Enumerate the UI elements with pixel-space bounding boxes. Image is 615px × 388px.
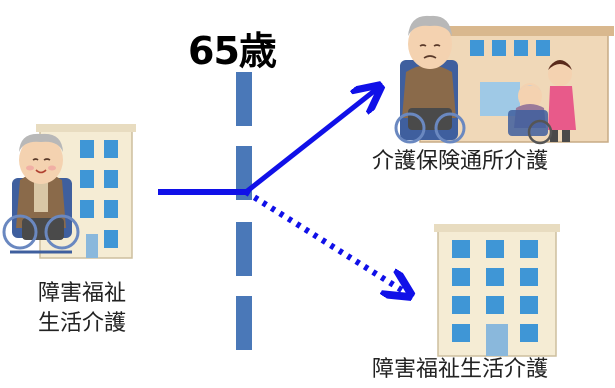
left-service-label-line1: 障害福祉 xyxy=(38,281,127,306)
transition-arrows xyxy=(158,88,408,294)
disability-care-service-label: 障害福祉生活介護 xyxy=(372,357,549,382)
age-threshold-label: 65歳 xyxy=(188,29,277,73)
arrow-to-day-care xyxy=(244,88,378,194)
left-service-label-line2: 生活介護 xyxy=(38,311,127,336)
apartment-building-icon xyxy=(434,224,560,357)
elderly-man-wheelchair-icon xyxy=(2,133,80,254)
dotted-arrow-to-disability-care xyxy=(244,189,408,294)
day-care-service-label: 介護保険通所介護 xyxy=(372,149,549,174)
day-care-facility-icon xyxy=(394,15,614,145)
age-divider-line xyxy=(236,72,252,350)
